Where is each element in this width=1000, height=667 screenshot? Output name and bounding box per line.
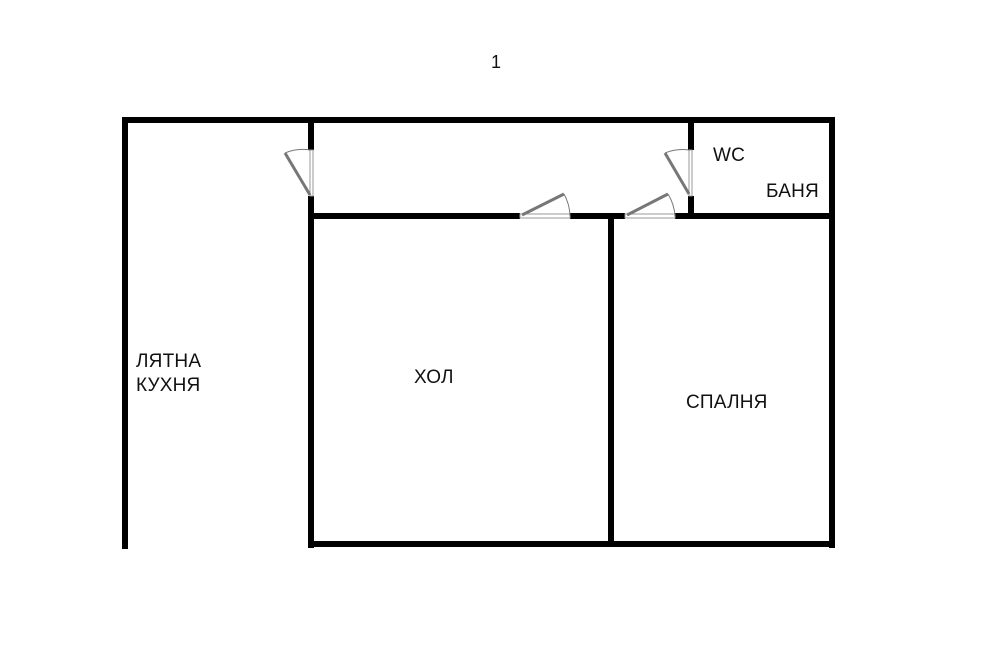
wall-left-outer (122, 117, 128, 549)
wall-wc-upper (688, 117, 694, 150)
wall-inner-left-upper (308, 117, 314, 150)
wall-corridor-bottom-a (308, 213, 520, 219)
wall-inner-left-lower (308, 196, 314, 548)
room-label-bedroom: СПАЛНЯ (686, 392, 768, 413)
door-icon (624, 192, 676, 219)
wall-top (122, 117, 835, 123)
wall-corridor-bottom-c (675, 213, 835, 219)
wall-bottom (308, 541, 835, 547)
room-label-wc: WC (713, 145, 746, 166)
walls (122, 117, 835, 549)
wall-wc-lower (688, 196, 694, 219)
wall-right (829, 117, 835, 548)
room-label-bathroom: БАНЯ (766, 181, 819, 202)
door-icon (519, 192, 571, 219)
wall-corridor-bottom-b (570, 213, 625, 219)
room-label-summer-kitchen-line1: ЛЯТНА (136, 351, 202, 372)
room-label-summer-kitchen-line2: КУХНЯ (136, 375, 201, 396)
room-label-summer-kitchen: ЛЯТНА КУХНЯ (136, 350, 201, 398)
door-icon (283, 148, 314, 197)
floor-number-label: 1 (491, 52, 502, 72)
wall-hall-bedroom (608, 213, 614, 547)
room-label-hall: ХОЛ (414, 367, 454, 388)
door-icon (663, 149, 693, 197)
